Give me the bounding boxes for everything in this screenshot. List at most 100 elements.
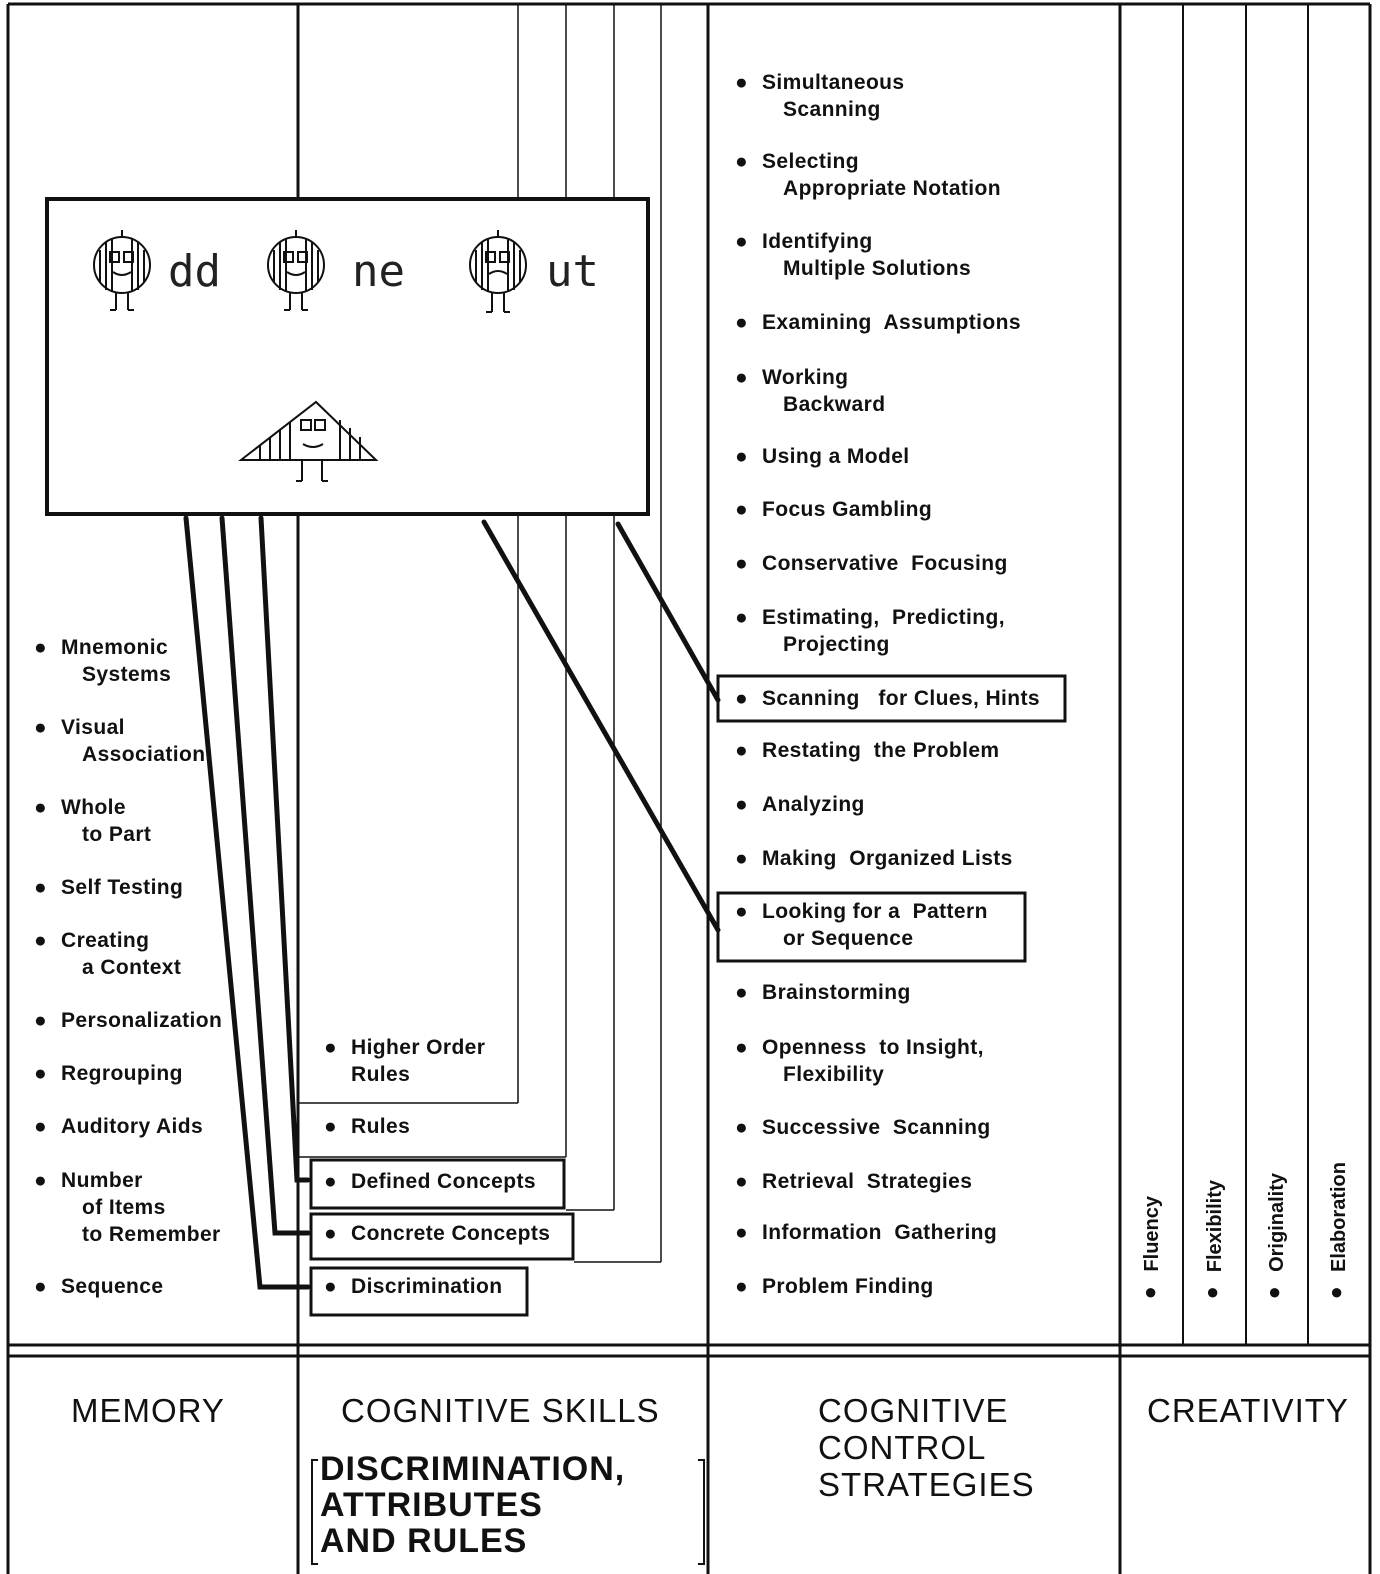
- strategy-item: ● Successive Scanning: [735, 1114, 991, 1141]
- item-line: Restating the Problem: [762, 739, 1000, 762]
- item-line: Successive Scanning: [762, 1116, 991, 1139]
- bullet-icon: ●: [735, 1170, 749, 1193]
- item-line: Conservative Focusing: [762, 552, 1008, 575]
- skill-item: ● Rules: [324, 1113, 410, 1140]
- item-line: Whole: [61, 796, 126, 819]
- item-line: Regrouping: [61, 1062, 183, 1085]
- bullet-icon: ●: [735, 1116, 749, 1139]
- item-line: Defined Concepts: [351, 1170, 536, 1193]
- bullet-icon: ●: [324, 1275, 338, 1298]
- bullet-icon: ●: [324, 1170, 338, 1193]
- item-line: Personalization: [61, 1009, 223, 1032]
- bullet-icon: ●: [735, 900, 749, 923]
- item-line: to Remember: [82, 1223, 221, 1246]
- item-line: a Context: [82, 956, 182, 979]
- header-line: STRATEGIES: [818, 1466, 1035, 1503]
- item-line: Simultaneous: [762, 71, 905, 94]
- item-line: Retrieval Strategies: [762, 1170, 973, 1193]
- item-line: Sequence: [61, 1275, 164, 1298]
- logo-title-part-3: ut: [546, 246, 599, 297]
- bullet-icon: ●: [735, 498, 749, 521]
- skill-item: ● Higher Order Rules: [324, 1034, 485, 1088]
- strategy-item: ● Retrieval Strategies: [735, 1168, 972, 1195]
- memory-item: ● Mnemonic Systems: [34, 634, 171, 688]
- strategy-item: ● Conservative Focusing: [735, 550, 1008, 577]
- bullet-icon: ●: [34, 1115, 48, 1138]
- bullet-icon: ●: [34, 876, 48, 899]
- memory-item: ● Visual Association: [34, 714, 205, 768]
- item-line: Information Gathering: [762, 1221, 998, 1244]
- bullet-icon: ●: [324, 1222, 338, 1245]
- item-line: Systems: [82, 663, 172, 686]
- memory-item: ● Whole to Part: [34, 794, 151, 848]
- item-line: Number: [61, 1169, 143, 1192]
- item-line: Openness to Insight,: [762, 1036, 984, 1059]
- subheader-line: ATTRIBUTES: [320, 1486, 543, 1524]
- item-line: Examining Assumptions: [762, 311, 1021, 334]
- item-line: Rules: [351, 1115, 411, 1138]
- item-line: Estimating, Predicting,: [762, 606, 1005, 629]
- skill-item-boxed: ● Concrete Concepts: [324, 1220, 550, 1247]
- item-line: of Items: [82, 1196, 166, 1219]
- bullet-icon: ●: [735, 552, 749, 575]
- memory-item: ● Regrouping: [34, 1060, 183, 1087]
- bullet-icon: ●: [735, 71, 749, 94]
- memory-item: ● Self Testing: [34, 874, 183, 901]
- skill-item-boxed: ● Defined Concepts: [324, 1168, 536, 1195]
- creativity-item-elaboration: Elaboration: [1328, 1161, 1350, 1272]
- strategy-item: ● Identifying Multiple Solutions: [735, 228, 971, 282]
- item-line: Making Organized Lists: [762, 847, 1013, 870]
- strategy-item: ● Restating the Problem: [735, 737, 1000, 764]
- strategy-item: ● Focus Gambling: [735, 496, 932, 523]
- item-line: Concrete Concepts: [351, 1222, 551, 1245]
- strategy-item-boxed: ● Looking for a Pattern or Sequence: [735, 898, 988, 952]
- bullet-icon: ●: [34, 1275, 48, 1298]
- bullet-icon: ●: [735, 311, 749, 334]
- item-line: Looking for a Pattern: [762, 900, 988, 923]
- bullet-icon: ●: [34, 1062, 48, 1085]
- bullet-icon: ●: [34, 929, 48, 952]
- bullet-icon: ●: [34, 1009, 48, 1032]
- strategy-item: ● Simultaneous Scanning: [735, 69, 905, 123]
- item-line: Visual: [61, 716, 125, 739]
- strategy-item: ● Brainstorming: [735, 979, 911, 1006]
- bullet-icon: ●: [735, 793, 749, 816]
- bullet-icon: ●: [1330, 1279, 1344, 1304]
- bullet-icon: ●: [735, 366, 749, 389]
- strategy-item: ● Analyzing: [735, 791, 865, 818]
- item-line: Higher Order: [351, 1036, 486, 1059]
- item-line: Selecting: [762, 150, 859, 173]
- item-line: or Sequence: [783, 927, 914, 950]
- subheader-line: DISCRIMINATION,: [320, 1450, 626, 1488]
- item-line: Discrimination: [351, 1275, 503, 1298]
- item-line: Scanning: [783, 98, 881, 121]
- bullet-icon: ●: [735, 1275, 749, 1298]
- bullet-icon: ●: [735, 981, 749, 1004]
- header-memory: MEMORY: [71, 1392, 225, 1429]
- skill-item-boxed: ● Discrimination: [324, 1273, 502, 1300]
- memory-item: ● Sequence: [34, 1273, 163, 1300]
- strategy-item: ● Making Organized Lists: [735, 845, 1013, 872]
- bullet-icon: ●: [735, 847, 749, 870]
- bullet-icon: ●: [34, 636, 48, 659]
- item-line: Mnemonic: [61, 636, 169, 659]
- bullet-icon: ●: [1206, 1279, 1220, 1304]
- bullet-icon: ●: [735, 1221, 749, 1244]
- logo-title-part-2: ne: [352, 246, 405, 297]
- item-line: Flexibility: [783, 1063, 885, 1086]
- odd-one-out-logo: [93, 230, 527, 482]
- strategy-item: ● Selecting Appropriate Notation: [735, 148, 1001, 202]
- header-line: COGNITIVE: [818, 1392, 1009, 1429]
- bullet-icon: ●: [735, 1036, 749, 1059]
- strategy-item: ● Examining Assumptions: [735, 309, 1021, 336]
- strategy-item: ● Working Backward: [735, 364, 885, 418]
- bullet-icon: ●: [34, 796, 48, 819]
- item-line: Projecting: [783, 633, 890, 656]
- bullet-icon: ●: [735, 445, 749, 468]
- item-line: Working: [762, 366, 849, 389]
- item-line: Using a Model: [762, 445, 910, 468]
- strategy-item: ● Using a Model: [735, 443, 910, 470]
- bullet-icon: ●: [324, 1115, 338, 1138]
- item-line: Self Testing: [61, 876, 184, 899]
